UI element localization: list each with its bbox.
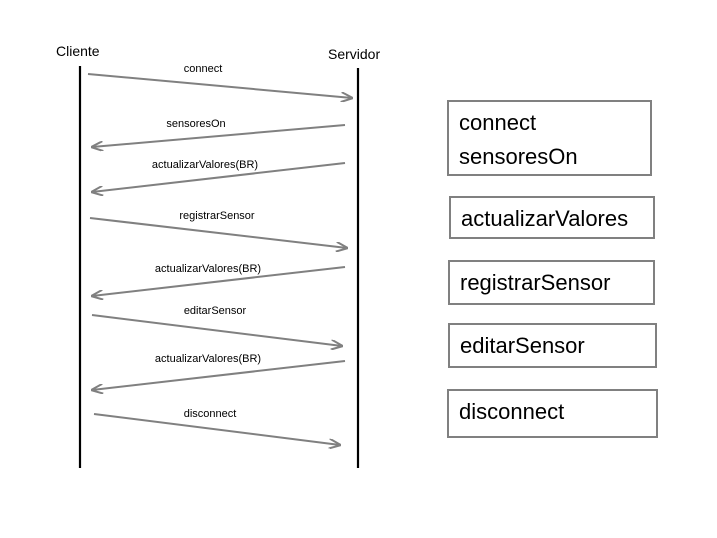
message-arrow-to-client: [92, 360, 346, 390]
message-label: connect: [184, 63, 223, 75]
message-arrow-to-client: [92, 266, 346, 296]
message-label: actualizarValores(BR): [155, 353, 261, 365]
message-label: actualizarValores(BR): [155, 263, 261, 275]
message-arrow-to-server: [89, 217, 347, 248]
message-arrow-to-server: [93, 413, 340, 445]
server-actor-label: Servidor: [328, 46, 380, 62]
message-label: disconnect: [184, 408, 237, 420]
message-list: connect sensoresOn actualizarValores(BR) re…: [87, 63, 352, 445]
message-label: editarSensor: [184, 305, 247, 317]
legend-text: actualizarValores: [461, 206, 629, 231]
legend-text: editarSensor: [460, 333, 585, 358]
message-arrow-to-client: [92, 162, 346, 192]
message-arrow-to-client: [92, 124, 346, 147]
message-arrow-to-server: [91, 314, 342, 346]
message-label: sensoresOn: [166, 118, 225, 130]
client-actor-label: Cliente: [56, 43, 100, 59]
message-arrow-to-server: [87, 73, 352, 98]
legend-box: editarSensor: [448, 323, 657, 368]
legend-text: connect: [459, 110, 537, 135]
message-label: actualizarValores(BR): [152, 159, 258, 171]
legend-box: connect sensoresOn: [447, 100, 652, 176]
legend-text: sensoresOn: [459, 144, 578, 169]
legend-box: registrarSensor: [448, 260, 655, 305]
legend-box: disconnect: [447, 389, 658, 438]
legend-text: disconnect: [459, 399, 565, 424]
message-label: registrarSensor: [179, 210, 255, 222]
legend-text: registrarSensor: [460, 270, 611, 295]
legend-box: actualizarValores: [449, 196, 655, 239]
